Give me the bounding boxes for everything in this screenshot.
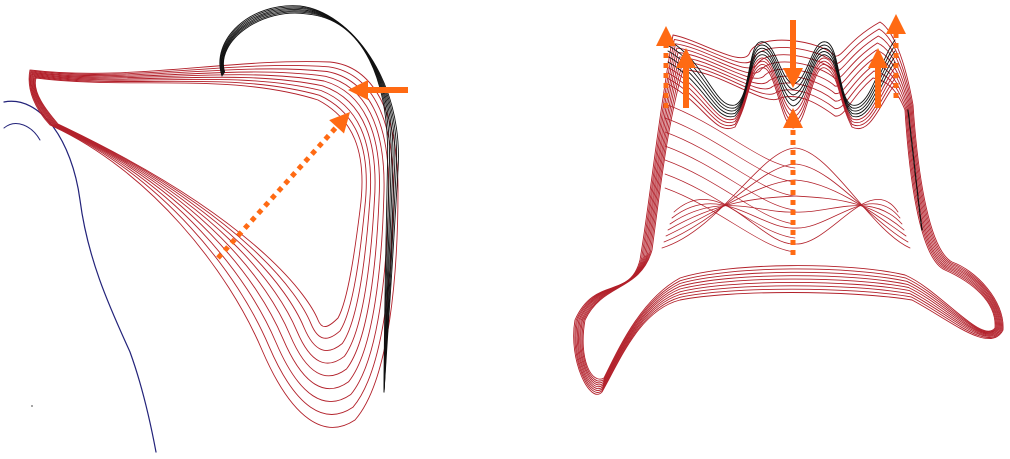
- stray-dot: [31, 405, 33, 407]
- right-contour: [576, 36, 1001, 391]
- right-contour: [578, 50, 999, 387]
- right-inner-contour: [662, 148, 910, 248]
- right-top-contour: [668, 40, 895, 105]
- reference-outline: [4, 101, 156, 452]
- right-contour: [577, 43, 1000, 389]
- right-contour: [575, 29, 1002, 392]
- inward-solid-arrow: [348, 80, 408, 100]
- right-outer-dotted-arrow-head: [886, 14, 906, 34]
- arrow-layer: [218, 14, 906, 258]
- right-contour: [582, 66, 996, 381]
- right-contour: [581, 61, 997, 383]
- right-cross-line: [665, 132, 795, 196]
- left-contour: [34, 76, 371, 351]
- left-black-contour: [222, 11, 391, 392]
- left-panel: [4, 6, 398, 452]
- left-contour: [35, 77, 367, 338]
- left-contour: [33, 75, 375, 363]
- left-contour: [35, 78, 362, 327]
- center-dotted-arrow: [783, 108, 803, 255]
- reference-outline-tip: [4, 124, 40, 140]
- inward-solid-arrow-head: [348, 80, 368, 100]
- right-contour: [580, 57, 998, 385]
- right-cross-line: [665, 118, 795, 182]
- diagonal-dotted-arrow-shaft: [218, 125, 338, 258]
- right-inner-contour: [664, 164, 908, 242]
